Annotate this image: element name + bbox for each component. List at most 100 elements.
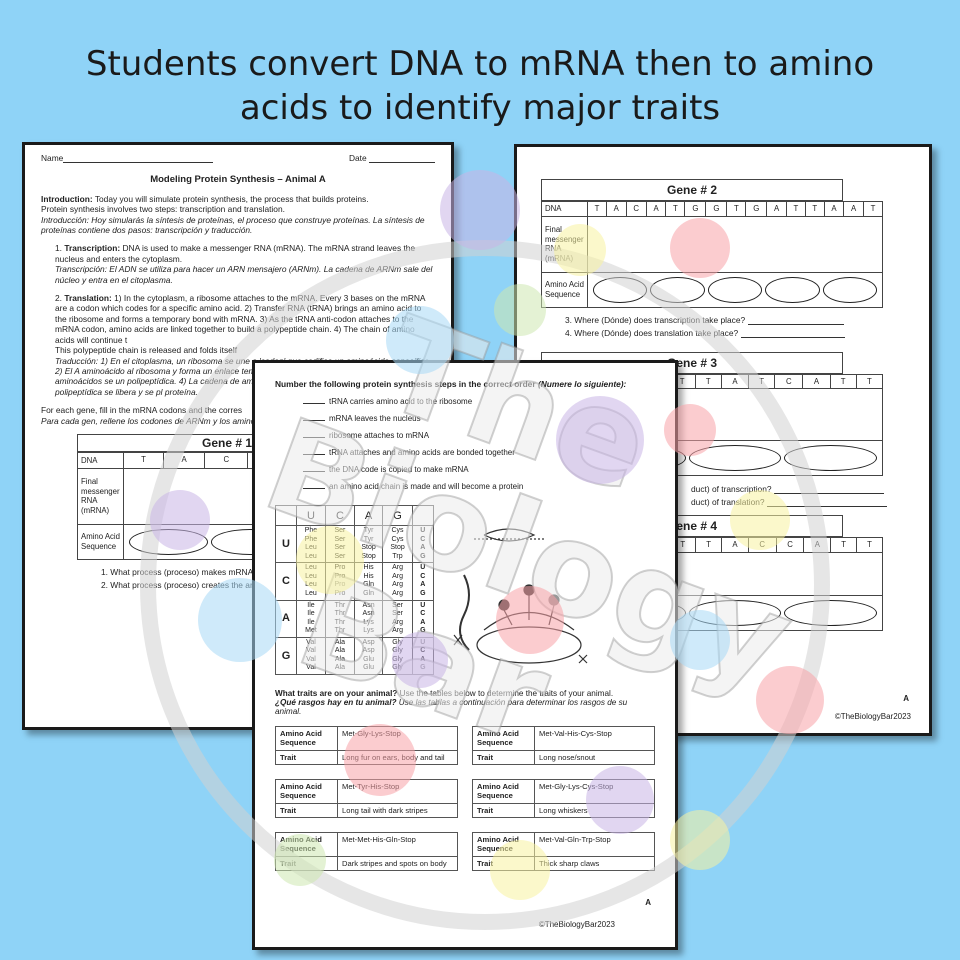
- dna-base: A: [843, 201, 864, 217]
- translation-label: Translation:: [64, 293, 112, 304]
- amino-acid: Val: [306, 655, 316, 663]
- dna-base: C: [747, 537, 777, 553]
- third-base-letter: U: [420, 601, 426, 609]
- amino-acid: Ile: [307, 601, 315, 609]
- third-base-letter: C: [420, 647, 426, 655]
- dna-base: G: [745, 201, 768, 217]
- trait-value: Long nose/snout: [534, 750, 655, 765]
- dna-base: A: [645, 201, 667, 217]
- amino-acid: Val: [306, 664, 316, 672]
- third-base-letter: A: [420, 618, 426, 626]
- step-number-blank[interactable]: [303, 464, 325, 472]
- amino-acid: Stop: [390, 544, 405, 552]
- amino-acid-label: Amino Acid Sequence: [541, 271, 588, 308]
- step-text: mRNA leaves the nucleus: [329, 414, 421, 423]
- copyright: ©TheBiologyBar2023: [834, 712, 911, 721]
- date-label: Date: [348, 153, 367, 163]
- amino-acid: Stop: [361, 544, 376, 552]
- ribosome-illustration: [453, 528, 588, 664]
- step-item: tRNA carries amino acid to the ribosome: [303, 396, 655, 406]
- amino-acid: Glu: [363, 664, 375, 672]
- amino-acid: Pro: [334, 564, 346, 572]
- amino-acid: Thr: [334, 601, 346, 609]
- codon-first-base: G: [275, 636, 297, 676]
- amino-acid: Ile: [307, 618, 315, 626]
- third-base-letter: C: [420, 535, 426, 543]
- step-number-blank[interactable]: [303, 481, 325, 489]
- dna-base: A: [766, 201, 787, 217]
- sequence-value: Met-Gly-Lys-Cys-Stop: [534, 779, 655, 804]
- sequence-label: Amino Acid Sequence: [472, 832, 535, 857]
- answer-line[interactable]: [766, 498, 887, 507]
- trait-label: Trait: [472, 856, 535, 871]
- name-line[interactable]: [63, 154, 214, 164]
- amino-acid: Stop: [361, 552, 376, 560]
- amino-acid: Lys: [363, 627, 374, 635]
- third-base-letter: U: [420, 527, 426, 535]
- traits-question-text: Use the tables below to determine the tr…: [397, 689, 614, 698]
- transcription-item: 1. Transcription: DNA is used to make a …: [55, 243, 433, 285]
- dna-base: T: [830, 537, 858, 553]
- copyright: ©TheBiologyBar2023: [538, 920, 615, 929]
- amino-acid: Ala: [334, 655, 345, 663]
- amino-acid: Gln: [363, 581, 375, 589]
- third-base-letter: C: [420, 610, 426, 618]
- amino-acid: Ala: [334, 638, 345, 646]
- amino-acid: Val: [306, 647, 316, 655]
- dna-base: T: [695, 537, 723, 553]
- dna-base: T: [694, 373, 722, 389]
- page-letter: A: [645, 898, 651, 907]
- codon-header-row: U C A G: [275, 504, 434, 527]
- third-base-letter: G: [420, 552, 426, 560]
- answer-line[interactable]: [740, 329, 845, 338]
- third-base-letter: A: [420, 655, 426, 663]
- amino-acid: Ala: [334, 664, 345, 672]
- answer-line[interactable]: [773, 485, 884, 494]
- amino-acid: Val: [306, 638, 316, 646]
- mrna-answer-area[interactable]: [587, 215, 883, 273]
- codon-header: A: [353, 504, 384, 527]
- sequence-label: Amino Acid Sequence: [472, 726, 535, 751]
- steps-instruction: Number the following protein synthesis s…: [275, 379, 655, 389]
- dna-base: C: [625, 201, 647, 217]
- amino-acid: Lys: [363, 618, 374, 626]
- dna-base: A: [802, 373, 831, 389]
- third-base-letter: U: [420, 638, 426, 646]
- question-5-text: duct) of transcription?: [691, 484, 772, 494]
- dna-base: A: [823, 201, 845, 217]
- step-item: mRNA leaves the nucleus: [303, 413, 655, 423]
- step-number-blank[interactable]: [303, 396, 325, 404]
- sequence-value: Met-Tyr-His-Stop: [337, 779, 458, 804]
- sequence-value: Met-Val-Gln-Trp-Stop: [534, 832, 655, 857]
- question-3: 3. Where (Dónde) does transcription take…: [565, 315, 917, 325]
- trait-label: Trait: [472, 803, 535, 818]
- step-number-blank[interactable]: [303, 413, 325, 421]
- dna-base: A: [162, 452, 206, 469]
- dna-base: C: [775, 537, 805, 553]
- step-number-blank[interactable]: [303, 447, 325, 455]
- codon-first-base: U: [275, 525, 297, 564]
- answer-line[interactable]: [747, 316, 844, 325]
- sequence-label: Amino Acid Sequence: [275, 726, 338, 751]
- date-line[interactable]: [369, 154, 435, 164]
- dna-base: T: [855, 373, 884, 389]
- worksheet-page-c: Number the following protein synthesis s…: [252, 360, 678, 950]
- step-text: an amino acid chain is made and will bec…: [329, 482, 524, 491]
- headline-line-1: Students convert DNA to mRNA then to ami…: [85, 44, 875, 84]
- trait-value: Thick sharp claws: [534, 856, 655, 871]
- intro-spanish: Introducción: Hoy simularás la síntesis …: [41, 214, 425, 236]
- dna-helix-icon: [483, 528, 536, 542]
- question-3-text: 3. Where (Dónde) does transcription take…: [565, 314, 746, 325]
- sequence-label: Amino Acid Sequence: [275, 779, 338, 804]
- step-number-blank[interactable]: [303, 430, 325, 438]
- amino-acid: His: [363, 572, 374, 580]
- amino-acid: Trp: [392, 552, 403, 560]
- amino-acid-answer-area[interactable]: [587, 271, 883, 308]
- step-text: ribosome attaches to mRNA: [329, 431, 430, 440]
- trait-value: Dark stripes and spots on body: [337, 856, 458, 871]
